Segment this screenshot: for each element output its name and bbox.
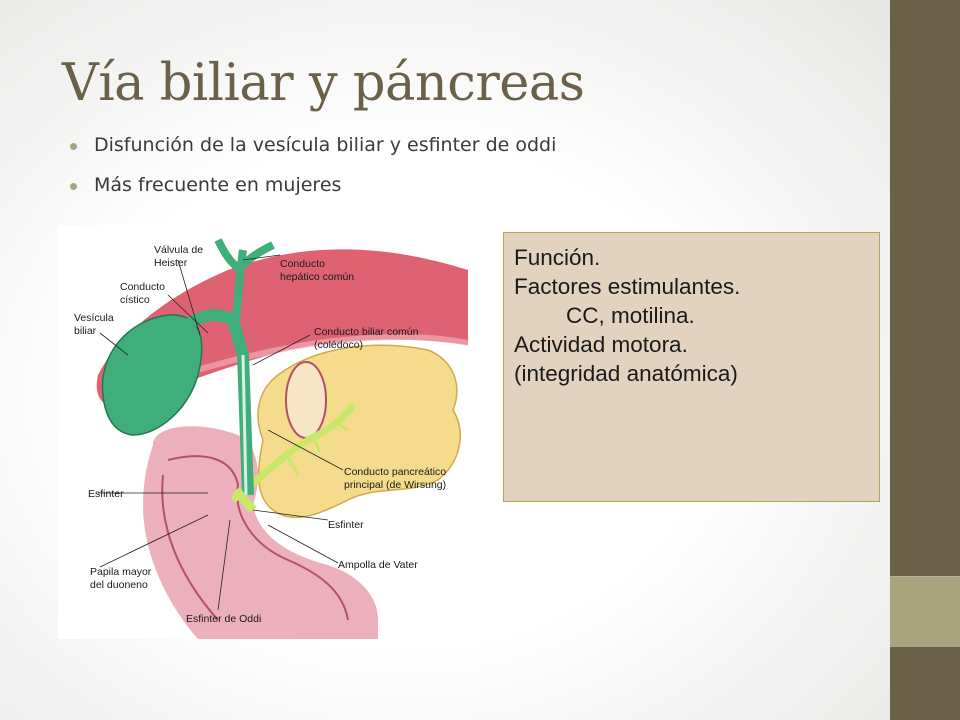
function-line: CC, motilina. (566, 303, 695, 328)
label-valvula-line2: Heister (154, 257, 188, 269)
label-esfinter-left: Esfinter (88, 488, 124, 500)
label-pancreatico-line1: Conducto pancreático (344, 466, 446, 478)
function-line: Factores estimulantes. (514, 274, 741, 299)
pancreas-shape (257, 344, 461, 519)
sidebar-bottom-band (890, 647, 960, 720)
sidebar-accent-band (890, 577, 960, 647)
label-oddi: Esfinter de Oddi (186, 613, 261, 625)
bullet-dot-icon (70, 183, 77, 190)
anatomy-illustration: Válvula de Heister Conducto hepático com… (74, 238, 469, 639)
label-biliar-comun-line1: Conducto biliar común (314, 326, 419, 338)
duodenum-shape (143, 426, 378, 639)
label-hepatico-line1: Conducto (280, 258, 325, 270)
bullet-item: Más frecuente en mujeres (66, 174, 556, 214)
label-papila-line2: del duoneno (90, 579, 148, 591)
label-vesicula-line1: Vesícula (74, 312, 114, 324)
bullet-dot-icon (70, 143, 77, 150)
function-line: Actividad motora. (514, 332, 688, 357)
gallbladder-shape (101, 314, 203, 436)
label-esfinter-right: Esfinter (328, 519, 364, 531)
label-valvula-line1: Válvula de (154, 244, 203, 256)
bullet-text: Más frecuente en mujeres (94, 174, 342, 196)
function-textbox: Función. Factores estimulantes. CC, moti… (503, 232, 880, 502)
bullet-text: Disfunción de la vesícula biliar y esfin… (94, 134, 557, 156)
label-pancreatico-line2: principal (de Wirsung) (344, 479, 446, 491)
label-vesicula-line2: biliar (74, 325, 97, 337)
bullet-list: Disfunción de la vesícula biliar y esfin… (66, 134, 556, 214)
label-cistico-line1: Conducto (120, 281, 165, 293)
function-line: Función. (514, 245, 601, 270)
label-biliar-comun-line2: (colédoco) (314, 339, 363, 351)
label-ampolla: Ampolla de Vater (338, 559, 418, 571)
label-cistico-line2: cístico (120, 294, 150, 306)
slide-title: Vía biliar y páncreas (62, 54, 585, 113)
anatomy-diagram: Válvula de Heister Conducto hepático com… (58, 225, 474, 639)
bullet-item: Disfunción de la vesícula biliar y esfin… (66, 134, 556, 174)
function-line: (integridad anatómica) (514, 361, 738, 386)
label-hepatico-line2: hepático común (280, 271, 354, 283)
label-papila-line1: Papila mayor (90, 566, 152, 578)
